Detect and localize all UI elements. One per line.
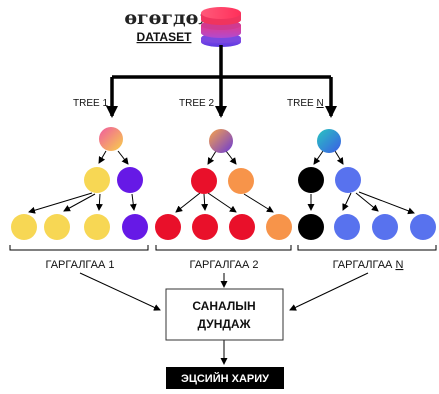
tree-1-leaf-node	[122, 214, 148, 240]
tree-n-child-node	[298, 167, 324, 193]
tree-1-child-node	[117, 167, 143, 193]
result-1-label: ГАРГАЛГАА 1	[46, 259, 115, 271]
tree-n-label: TREE N	[287, 98, 324, 109]
tree-n	[298, 129, 436, 240]
tree-2-leaf-node	[266, 214, 292, 240]
vote-box	[165, 288, 284, 341]
result-n-label: ГАРГАЛГАА N	[333, 259, 404, 271]
tree-1-leaf-node	[84, 214, 110, 240]
vote-box-line1: САНАЛЫН	[192, 299, 255, 313]
vote-box-line2: ДУНДАЖ	[198, 317, 251, 331]
tree-2-child-node	[228, 168, 254, 194]
final-answer-box	[166, 367, 284, 389]
final-answer-label: ЭЦСИЙН ХАРИУ	[181, 372, 269, 385]
tree-n-leaf-node	[410, 214, 436, 240]
tree-2-leaf-node	[155, 214, 181, 240]
tree-n-root-node	[317, 129, 341, 153]
tree-n-leaf-node	[372, 214, 398, 240]
tree-1-leaf-node	[44, 214, 70, 240]
tree-n-leaf-node	[334, 214, 360, 240]
result-brackets	[9, 245, 437, 251]
tree-n-child-node	[335, 167, 361, 193]
tree-n-leaf-node	[298, 214, 324, 240]
tree-2-leaf-node	[229, 214, 255, 240]
tree-2-label: TREE 2	[179, 98, 214, 109]
tree-1	[11, 127, 148, 240]
tree-1-root-node	[99, 127, 123, 151]
vote-arrows	[79, 272, 369, 365]
tree-2-leaf-node	[192, 214, 218, 240]
dataset-split-arrows	[106, 45, 337, 118]
result-2-label: ГАРГАЛГАА 2	[190, 259, 259, 271]
tree-2-root-node	[209, 129, 233, 153]
tree-1-child-node	[84, 167, 110, 193]
tree-2-child-node	[191, 168, 217, 194]
tree-1-label: TREE 1	[73, 98, 108, 109]
dataset-title: өгөгдөл	[124, 7, 211, 29]
tree-2	[155, 129, 292, 240]
database-icon	[201, 7, 241, 47]
dataset-label: DATASET	[137, 30, 193, 44]
tree-1-leaf-node	[11, 214, 37, 240]
